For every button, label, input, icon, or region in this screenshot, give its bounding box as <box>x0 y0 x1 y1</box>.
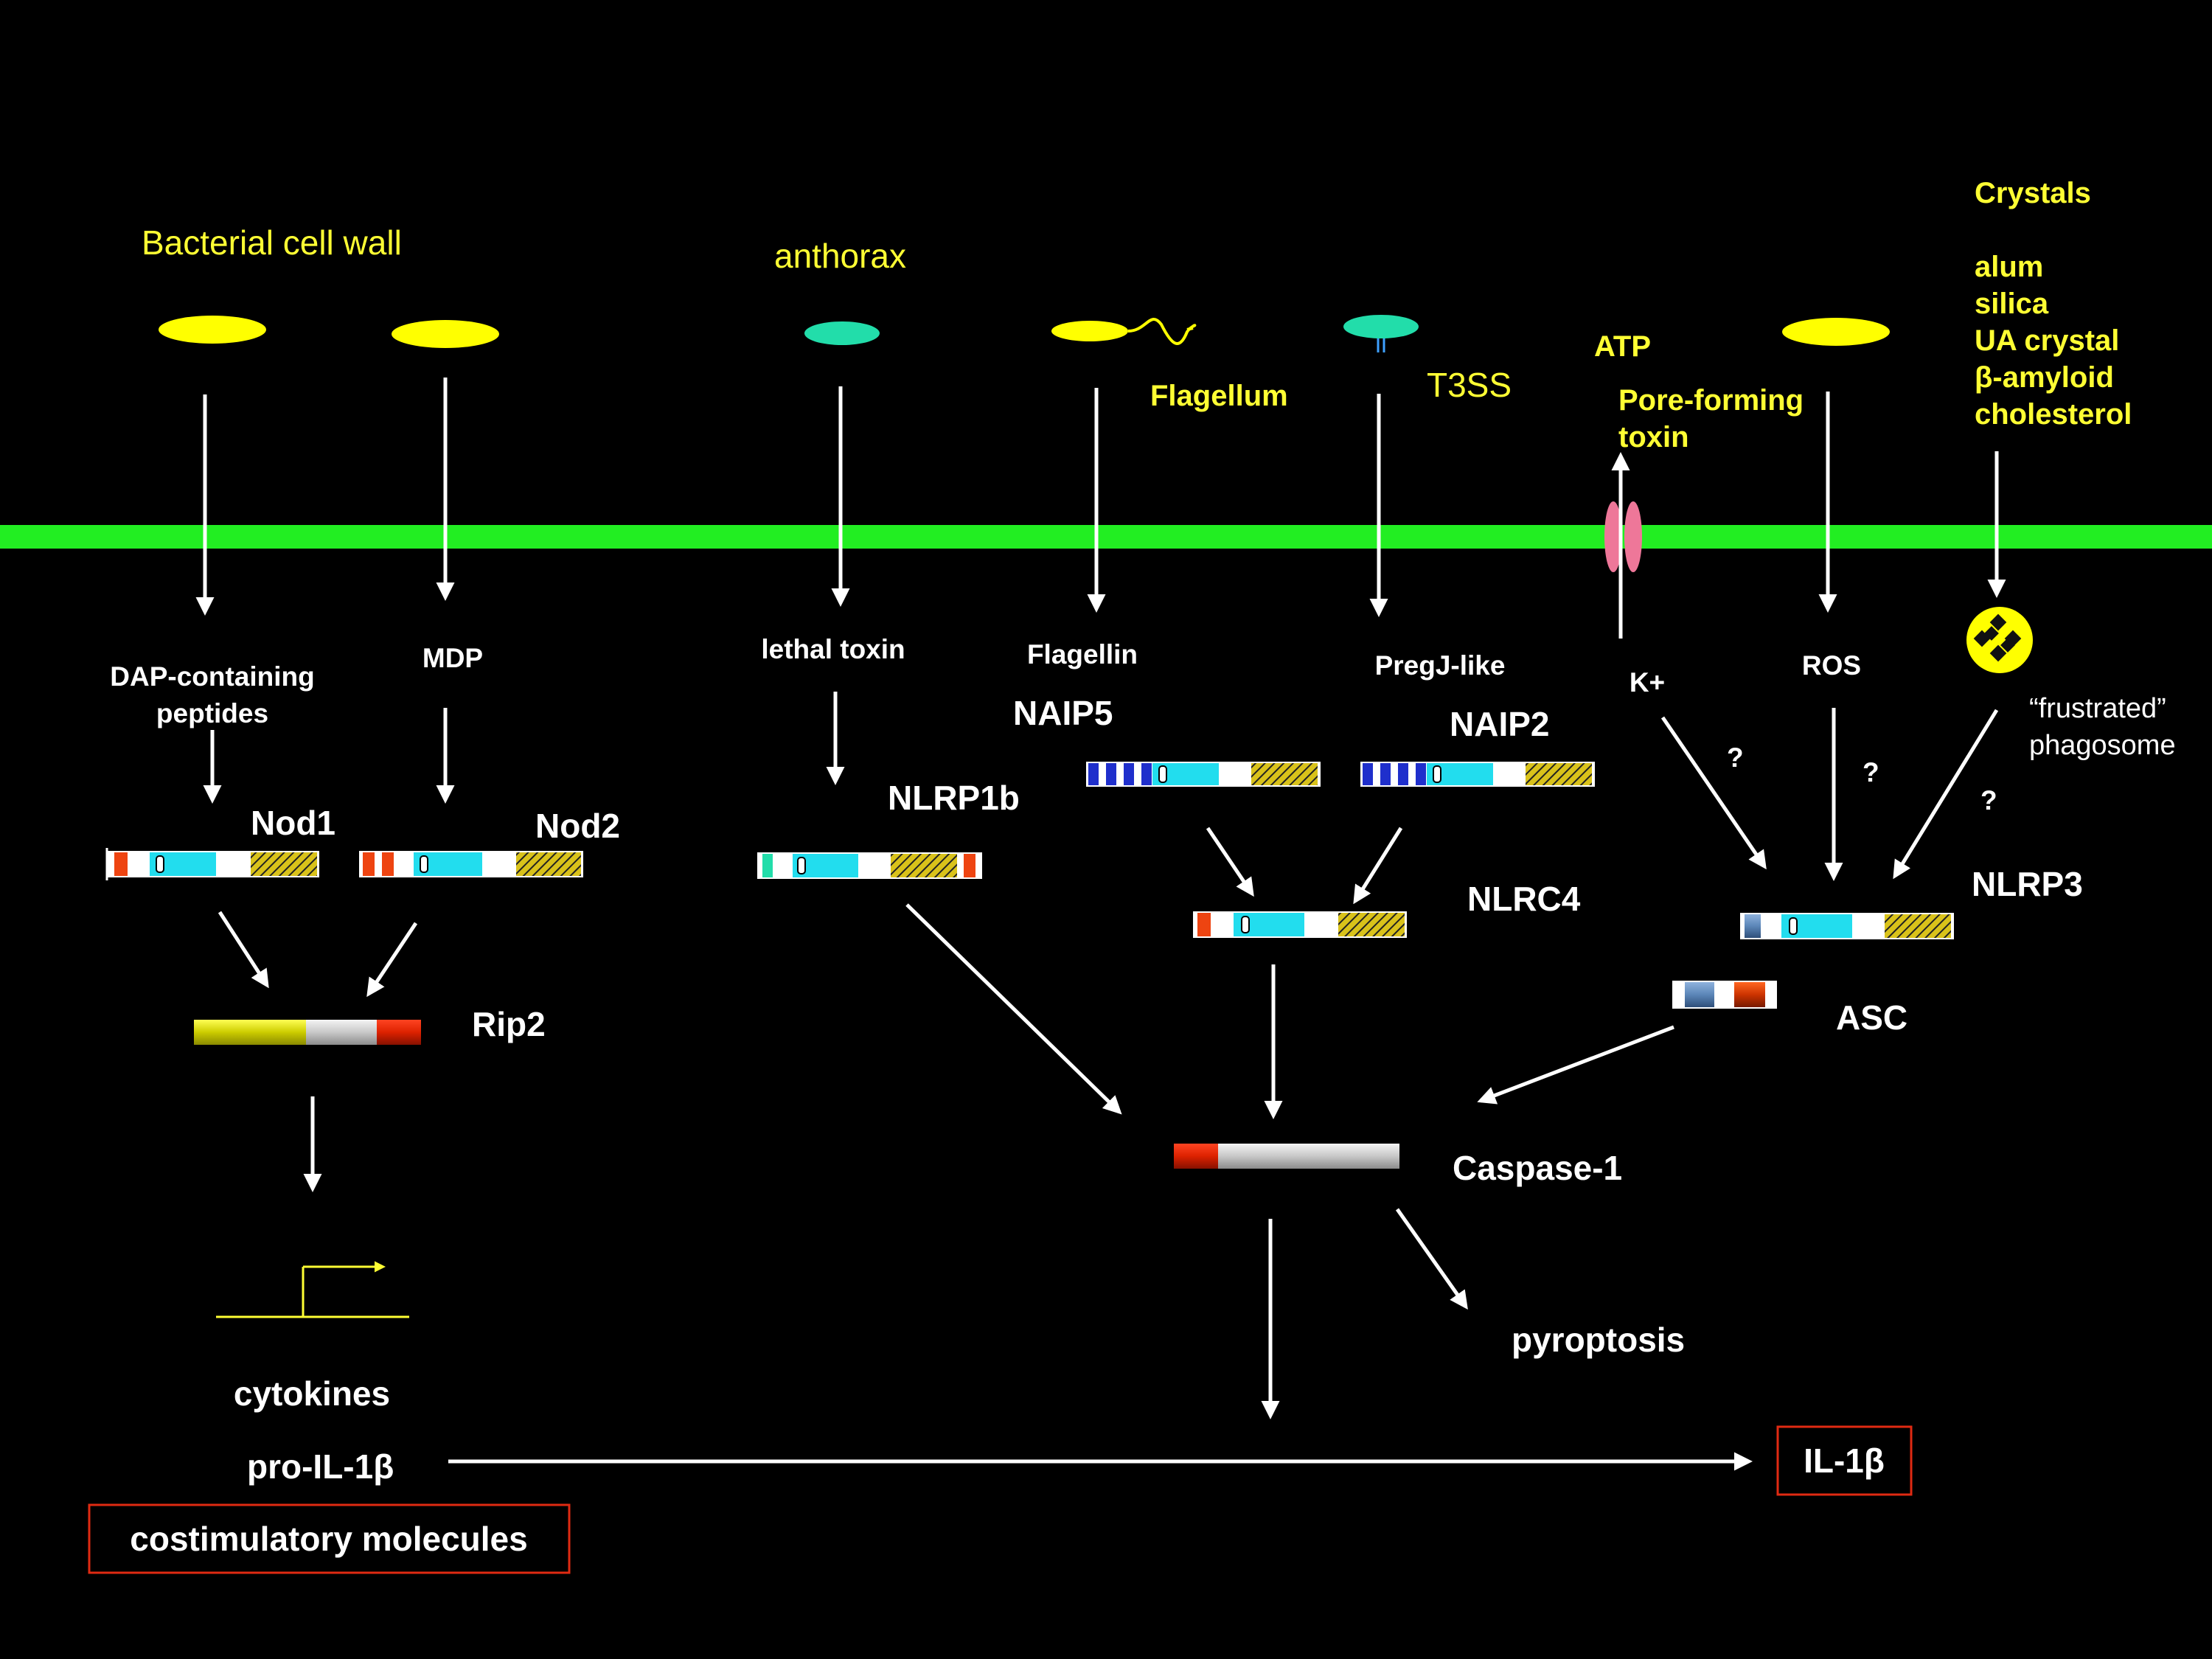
caspase1-label: Caspase-1 <box>1453 1149 1622 1187</box>
bacterium-icon <box>392 320 499 348</box>
t3ss-label: T3SS <box>1427 366 1512 404</box>
asc-domain-bar <box>1672 981 1777 1009</box>
nod1-label: Nod1 <box>251 804 335 842</box>
bacterium-icon <box>1782 318 1890 346</box>
unknown-mark-k: ? <box>1727 742 1744 773</box>
unknown-mark-phagosome: ? <box>1980 785 1997 815</box>
rip2-label: Rip2 <box>472 1005 546 1043</box>
arrow-naip5-to-nlrc4 <box>1206 827 1254 897</box>
crystals-title: Crystals <box>1975 177 2091 209</box>
cytokines-label: cytokines <box>234 1374 390 1413</box>
il1b-label: IL-1β <box>1804 1441 1885 1480</box>
nod2-label: Nod2 <box>535 807 620 845</box>
nod2-domain-bar <box>359 851 583 877</box>
arrow-nod1-to-rip2 <box>218 911 269 989</box>
gene-promoter-icon <box>216 1261 409 1318</box>
nlrp1b-domain-bar <box>757 852 982 879</box>
arrow-caspase-to-pyroptosis <box>1395 1208 1468 1310</box>
nlrp3-label: NLRP3 <box>1972 865 2083 903</box>
naip2-domain-bar <box>1360 762 1595 787</box>
il1b-box <box>1776 1425 1913 1496</box>
frustrated-label: “frustrated” <box>2029 693 2166 724</box>
pyroptosis-label: pyroptosis <box>1512 1321 1685 1359</box>
bacterial-cell-wall-label: Bacterial cell wall <box>142 223 402 262</box>
naip2-label: NAIP2 <box>1450 705 1549 743</box>
unknown-mark-ros: ? <box>1863 757 1879 787</box>
arrow-k-to-nlrp3 <box>1660 716 1767 870</box>
caspase1-domain-bar <box>1174 1144 1399 1169</box>
flagellin-label: Flagellin <box>1027 639 1138 669</box>
pro-il1b-label: pro-IL-1β <box>247 1447 394 1486</box>
arrow-asc-to-caspase <box>1477 1025 1674 1105</box>
mdp-label: MDP <box>422 643 483 673</box>
flagellated-bacterium-icon <box>1051 318 1197 345</box>
crystal-particle-icon <box>1966 607 2033 673</box>
nlrp3-domain-bar <box>1740 913 1954 939</box>
crystal-type-ua: UA crystal <box>1975 324 2119 357</box>
nlrc4-domain-bar <box>1193 911 1407 938</box>
costimulatory-label: costimulatory molecules <box>130 1520 527 1558</box>
anthrax-bacterium-icon <box>804 321 880 345</box>
arrow-phagosome-to-nlrp3 <box>1893 709 1999 880</box>
ros-label: ROS <box>1802 650 1861 681</box>
naip5-domain-bar <box>1086 762 1321 787</box>
nod1-domain-bar <box>105 848 319 880</box>
lethal-toxin-label: lethal toxin <box>761 634 905 664</box>
arrow-nod2-to-rip2 <box>366 922 418 998</box>
crystal-type-beta-amyloid: β-amyloid <box>1975 361 2114 394</box>
nlrp1b-label: NLRP1b <box>888 779 1020 817</box>
pregj-label: PregJ-like <box>1375 650 1506 681</box>
toxin-label: toxin <box>1618 421 1689 453</box>
crystal-type-alum: alum <box>1975 251 2043 283</box>
atp-label: ATP <box>1594 330 1651 363</box>
asc-label: ASC <box>1836 998 1907 1037</box>
nlrc4-label: NLRC4 <box>1467 880 1581 918</box>
dap-peptides-label-line2: peptides <box>156 698 268 728</box>
crystal-type-cholesterol: cholesterol <box>1975 398 2132 431</box>
costimulatory-box <box>88 1503 571 1574</box>
cell-membrane <box>0 525 2212 549</box>
naip5-label: NAIP5 <box>1013 694 1113 732</box>
flagellum-label: Flagellum <box>1150 380 1288 412</box>
rip2-domain-bar <box>194 1020 421 1045</box>
k-plus-label: K+ <box>1630 667 1665 698</box>
arrow-naip2-to-nlrc4 <box>1353 827 1403 905</box>
bacterium-icon <box>159 316 266 344</box>
membrane-pore-icon <box>1604 501 1642 572</box>
t3ss-bacterium-icon <box>1343 315 1419 352</box>
anthorax-label: anthorax <box>774 237 906 275</box>
pore-forming-label: Pore-forming <box>1618 384 1804 417</box>
dap-peptides-label: DAP-containing <box>110 661 314 692</box>
arrow-nlrp1b-to-caspase <box>905 903 1122 1115</box>
crystal-type-silica: silica <box>1975 288 2049 320</box>
phagosome-label: phagosome <box>2029 730 2176 761</box>
